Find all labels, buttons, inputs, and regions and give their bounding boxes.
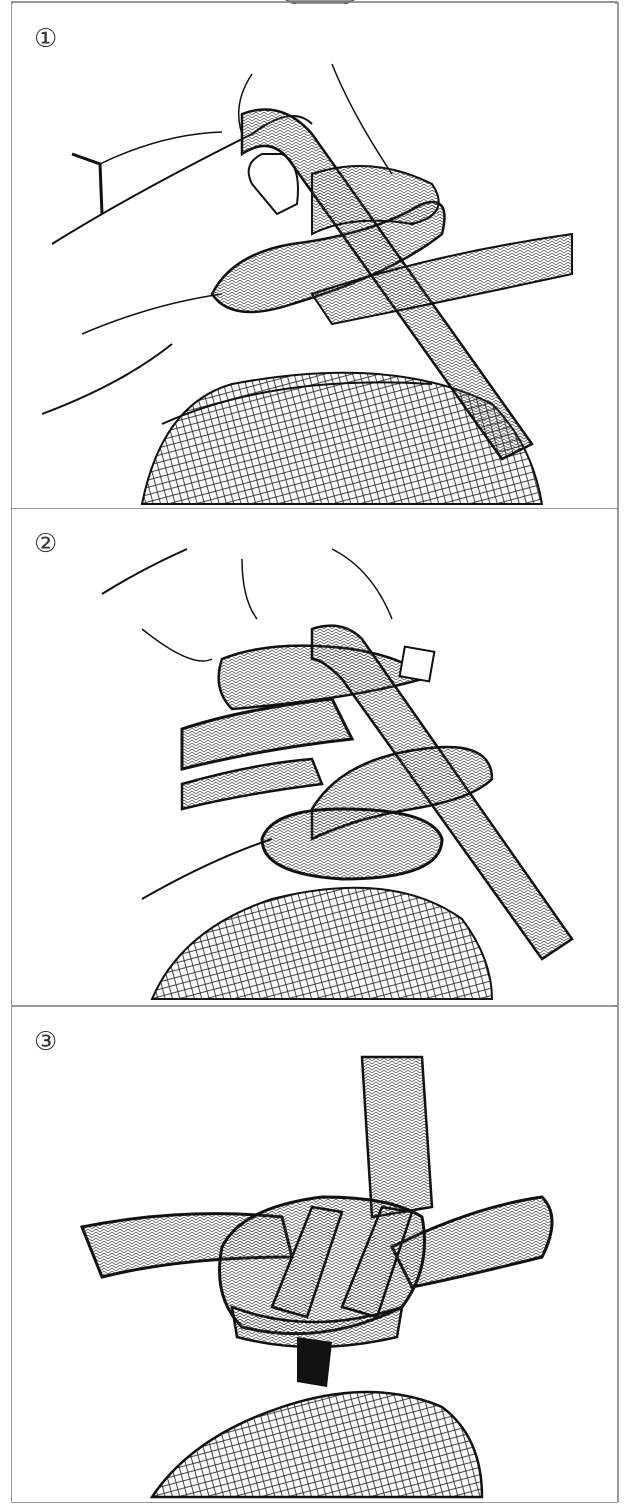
step-3-illustration xyxy=(12,1007,617,1502)
step-1-panel: ① xyxy=(12,4,617,508)
step-2-illustration xyxy=(12,509,617,1005)
step-1-illustration xyxy=(12,4,617,508)
step-3-panel: ③ xyxy=(12,1007,617,1502)
step-2-panel: ② xyxy=(12,509,617,1005)
